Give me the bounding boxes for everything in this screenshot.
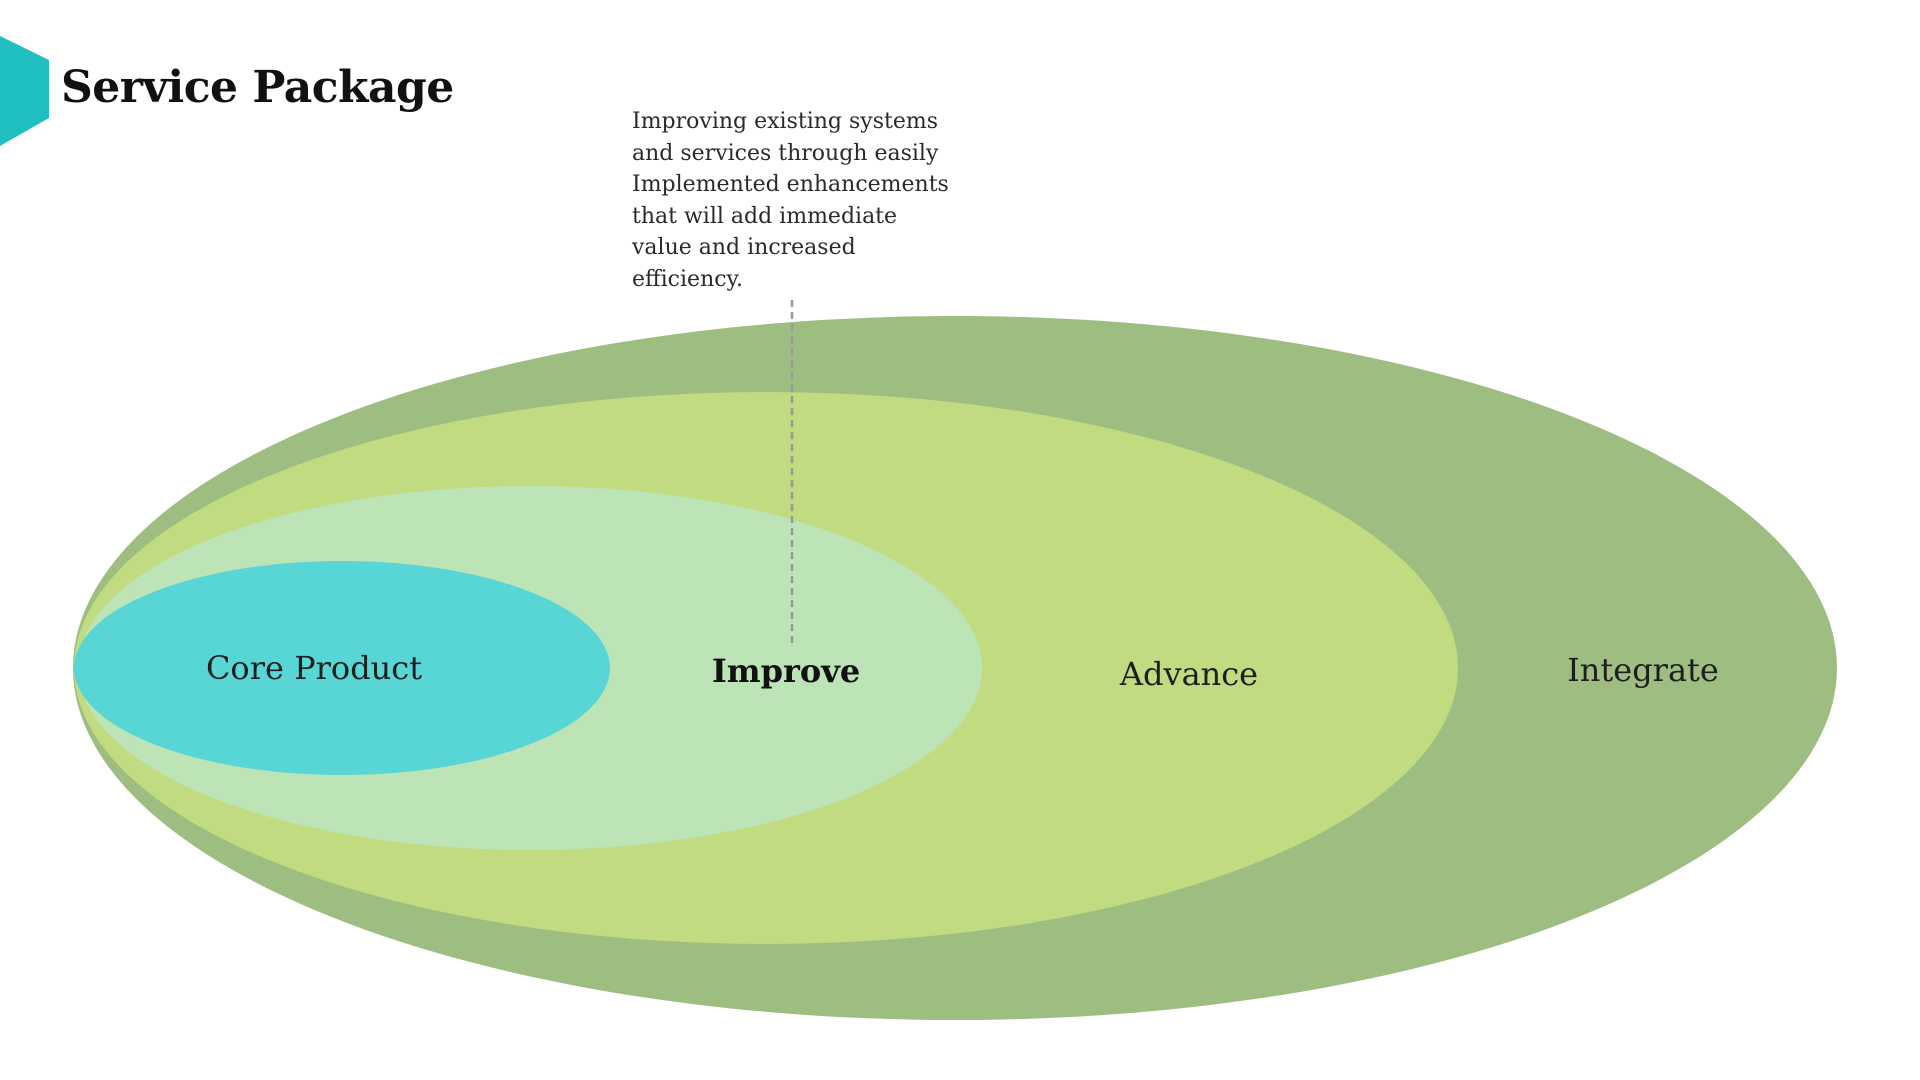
- page-title: Service Package: [61, 62, 454, 113]
- ring-core-product[interactable]: [74, 561, 610, 775]
- callout-line: and services through easily: [632, 140, 939, 166]
- callout-line: Implemented enhancements: [632, 172, 949, 197]
- callout-line: value and increased: [632, 235, 856, 260]
- label-advance: Advance: [1119, 655, 1258, 693]
- label-integrate: Integrate: [1567, 651, 1719, 689]
- teal-hexagon-accent-icon: [0, 36, 49, 146]
- callout-line: that will add immediate: [632, 203, 898, 229]
- callout-line: efficiency.: [632, 266, 744, 292]
- label-improve: Improve: [712, 652, 860, 690]
- label-core-product: Core Product: [206, 649, 422, 687]
- callout-line: Improving existing systems: [632, 109, 939, 134]
- improve-description: Improving existing systems and services …: [632, 106, 972, 295]
